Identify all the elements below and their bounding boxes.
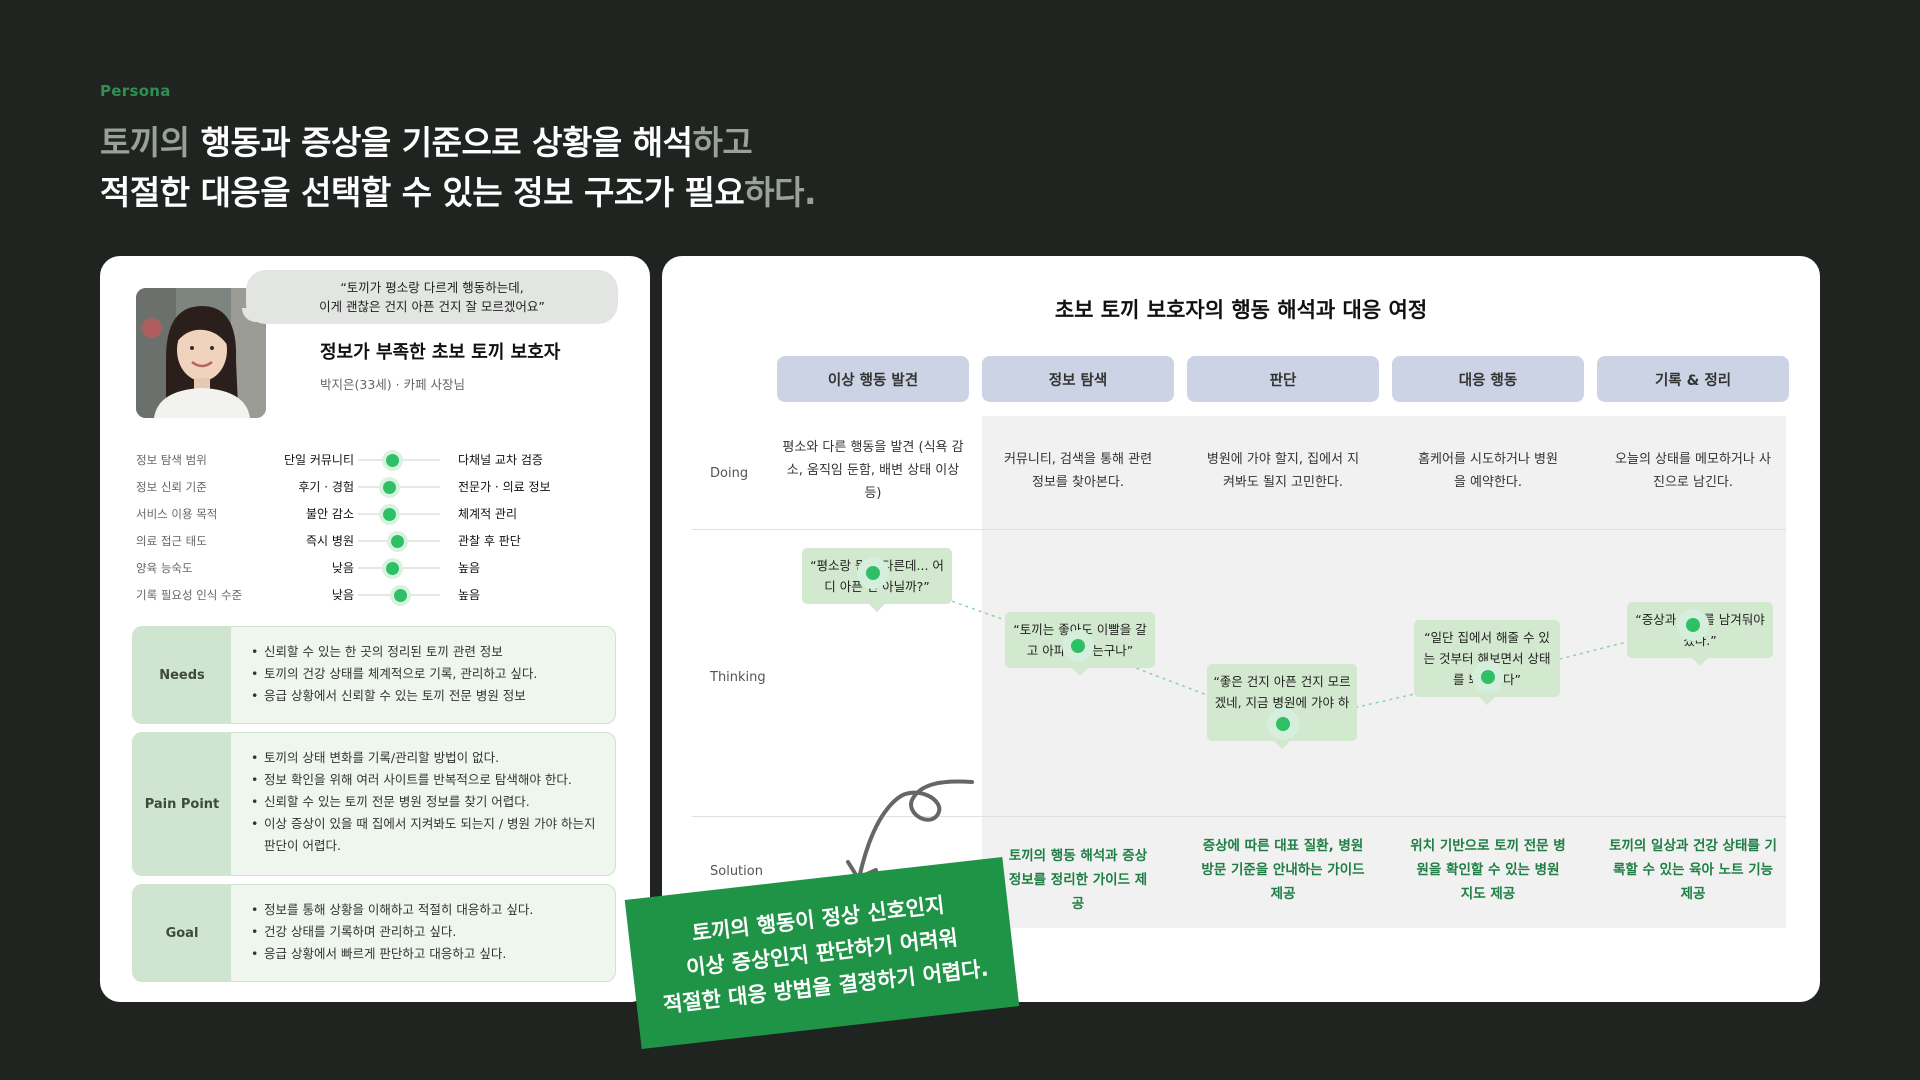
scale-row: 양육 능숙도 낮음 높음 bbox=[136, 554, 616, 581]
headline-line-2: 적절한 대응을 선택할 수 있는 정보 구조가 필요하다. bbox=[100, 168, 817, 218]
stage-header: 대응 행동 bbox=[1392, 356, 1584, 402]
row-divider bbox=[692, 816, 1786, 817]
scale-low-label: 불안 감소 bbox=[306, 507, 354, 521]
journey-title: 초보 토끼 보호자의 행동 해석과 대응 여정 bbox=[1054, 298, 1428, 322]
persona-card: “토끼가 평소랑 다르게 행동하는데, 이게 괜찮은 건지 아픈 건지 잘 모르… bbox=[100, 256, 650, 1002]
scale-row: 정보 탐색 범위 단일 커뮤니티 다채널 교차 검증 bbox=[136, 446, 616, 473]
stage-header: 정보 탐색 bbox=[982, 356, 1174, 402]
scale-track bbox=[358, 459, 440, 461]
list-item: 신뢰할 수 있는 토끼 전문 병원 정보를 찾기 어렵다. bbox=[251, 791, 605, 813]
stage-header: 이상 행동 발견 bbox=[777, 356, 969, 402]
scale-dot bbox=[385, 562, 399, 575]
stage-header: 판단 bbox=[1187, 356, 1379, 402]
scale-row: 서비스 이용 목적 불안 감소 체계적 관리 bbox=[136, 500, 616, 527]
persona-title: 정보가 부족한 초보 토끼 보호자 bbox=[320, 342, 561, 363]
scale-high-label: 전문가 · 의료 정보 bbox=[458, 480, 551, 494]
persona-quote-bubble: “토끼가 평소랑 다르게 행동하는데, 이게 괜찮은 건지 아픈 건지 잘 모르… bbox=[242, 270, 618, 324]
row-divider bbox=[692, 529, 1786, 530]
needs-block: Needs 신뢰할 수 있는 한 곳의 정리된 토끼 관련 정보 토끼의 건강 … bbox=[132, 626, 616, 724]
goal-block: Goal 정보를 통해 상황을 이해하고 적절히 대응하고 싶다. 건강 상태를… bbox=[132, 884, 616, 982]
scale-track bbox=[358, 513, 440, 515]
headline-dim-3: 하다. bbox=[744, 173, 817, 212]
doing-text: 병원에 가야 할지, 집에서 지켜봐도 될지 고민한다. bbox=[1206, 452, 1360, 490]
scale-label: 의료 접근 태도 bbox=[136, 534, 207, 548]
headline: 토끼의 행동과 증상을 기준으로 상황을 해석하고 적절한 대응을 선택할 수 … bbox=[100, 118, 817, 218]
stage-header: 기록 & 정리 bbox=[1597, 356, 1789, 402]
row-label-thinking: Thinking bbox=[710, 670, 766, 685]
scale-high-label: 높음 bbox=[458, 588, 481, 602]
doing-text: 홈케어를 시도하거나 병원을 예약한다. bbox=[1418, 452, 1558, 490]
row-label-solution: Solution bbox=[710, 864, 763, 879]
scale-row: 정보 신뢰 기준 후기 · 경험 전문가 · 의료 정보 bbox=[136, 473, 616, 500]
doing-text: 커뮤니티, 검색을 통해 관련 정보를 찾아본다. bbox=[1003, 452, 1153, 490]
scale-low-label: 즉시 병원 bbox=[306, 534, 354, 548]
list-item: 정보 확인을 위해 여러 사이트를 반복적으로 탐색해야 한다. bbox=[251, 769, 605, 791]
scale-high-label: 높음 bbox=[458, 561, 481, 575]
scale-dot bbox=[382, 481, 396, 494]
headline-bold-1: 행동과 증상을 기준으로 상황을 해석 bbox=[189, 123, 693, 162]
scale-row: 기록 필요성 인식 수준 낮음 높음 bbox=[136, 581, 616, 608]
emotion-dot bbox=[866, 566, 880, 581]
headline-dim-1: 토끼의 bbox=[100, 123, 190, 162]
scale-dot bbox=[385, 454, 399, 467]
goal-label: Goal bbox=[133, 885, 231, 981]
scale-high-label: 체계적 관리 bbox=[458, 507, 518, 521]
headline-dim-2: 하고 bbox=[692, 123, 753, 162]
needs-label: Needs bbox=[133, 627, 231, 723]
headline-bold-2: 적절한 대응을 선택할 수 있는 정보 구조가 필요 bbox=[100, 173, 745, 212]
list-item: 이상 증상이 있을 때 집에서 지켜봐도 되는지 / 병원 가야 하는지 판단이… bbox=[251, 813, 605, 857]
pain-point-block: Pain Point 토끼의 상태 변화를 기록/관리할 방법이 없다. 정보 … bbox=[132, 732, 616, 876]
scale-high-label: 다채널 교차 검증 bbox=[458, 453, 543, 467]
emotion-dot bbox=[1481, 670, 1495, 685]
list-item: 건강 상태를 기록하며 관리하고 싶다. bbox=[251, 921, 605, 943]
list-item: 응급 상황에서 신뢰할 수 있는 토끼 전문 병원 정보 bbox=[251, 685, 605, 707]
eyebrow-label: Persona bbox=[100, 82, 171, 100]
scale-dot bbox=[390, 535, 404, 548]
scale-high-label: 관찰 후 판단 bbox=[458, 534, 521, 548]
goal-list: 정보를 통해 상황을 이해하고 적절히 대응하고 싶다. 건강 상태를 기록하며… bbox=[251, 899, 605, 965]
scale-label: 기록 필요성 인식 수준 bbox=[136, 588, 243, 602]
row-label-doing: Doing bbox=[710, 466, 749, 481]
emotion-dot bbox=[1686, 618, 1700, 633]
list-item: 토끼의 건강 상태를 체계적으로 기록, 관리하고 싶다. bbox=[251, 663, 605, 685]
scale-label: 양육 능숙도 bbox=[136, 561, 193, 575]
scale-row: 의료 접근 태도 즉시 병원 관찰 후 판단 bbox=[136, 527, 616, 554]
scale-label: 서비스 이용 목적 bbox=[136, 507, 218, 521]
scale-low-label: 낮음 bbox=[331, 588, 354, 602]
scale-low-label: 후기 · 경험 bbox=[298, 480, 354, 494]
solution-text: 위치 기반으로 토끼 전문 병원을 확인할 수 있는 병원 지도 제공 bbox=[1410, 838, 1566, 902]
scale-dot bbox=[394, 589, 408, 602]
pain-point-list: 토끼의 상태 변화를 기록/관리할 방법이 없다. 정보 확인을 위해 여러 사… bbox=[251, 747, 605, 857]
solution-text: 토끼의 일상과 건강 상태를 기록할 수 있는 육아 노트 기능 제공 bbox=[1609, 838, 1777, 902]
list-item: 신뢰할 수 있는 한 곳의 정리된 토끼 관련 정보 bbox=[251, 641, 605, 663]
list-item: 토끼의 상태 변화를 기록/관리할 방법이 없다. bbox=[251, 747, 605, 769]
solution-text: 토끼의 행동 해석과 증상 정보를 정리한 가이드 제공 bbox=[1008, 848, 1148, 912]
thinking-bubble: “증상과 경과를 남겨둬야겠다.” bbox=[1627, 602, 1773, 666]
scale-low-label: 단일 커뮤니티 bbox=[283, 453, 354, 467]
emotion-dot bbox=[1071, 639, 1085, 653]
doing-text: 평소와 다른 행동을 발견 (식욕 감소, 움직임 둔함, 배변 상태 이상 등… bbox=[782, 440, 964, 501]
scale-label: 정보 신뢰 기준 bbox=[136, 480, 207, 494]
emotion-dot bbox=[1276, 717, 1290, 731]
list-item: 응급 상황에서 빠르게 판단하고 대응하고 싶다. bbox=[251, 943, 605, 965]
pain-point-label: Pain Point bbox=[133, 733, 231, 875]
list-item: 정보를 통해 상황을 이해하고 적절히 대응하고 싶다. bbox=[251, 899, 605, 921]
scale-track bbox=[358, 567, 440, 569]
thinking-bubble: “일단 집에서 해줄 수 있는 것부터 해보면서 상태를 봐야겠다” bbox=[1414, 620, 1560, 705]
scale-dot bbox=[382, 508, 396, 521]
needs-list: 신뢰할 수 있는 한 곳의 정리된 토끼 관련 정보 토끼의 건강 상태를 체계… bbox=[251, 641, 605, 707]
persona-quote-line-2: 이게 괜찮은 건지 아픈 건지 잘 모르겠어요” bbox=[319, 299, 545, 314]
persona-quote-line-1: “토끼가 평소랑 다르게 행동하는데, bbox=[340, 280, 524, 295]
persona-scales: 정보 탐색 범위 단일 커뮤니티 다채널 교차 검증 정보 신뢰 기준 후기 ·… bbox=[136, 446, 616, 608]
journey-grid-background bbox=[982, 416, 1786, 928]
headline-line-1: 토끼의 행동과 증상을 기준으로 상황을 해석하고 bbox=[100, 118, 816, 168]
scale-low-label: 낮음 bbox=[331, 561, 354, 575]
scale-label: 정보 탐색 범위 bbox=[136, 453, 207, 467]
doing-text: 오늘의 상태를 메모하거나 사진으로 남긴다. bbox=[1615, 452, 1771, 490]
scale-track bbox=[358, 486, 440, 488]
persona-subtitle: 박지은(33세) · 카페 사장님 bbox=[320, 377, 466, 392]
solution-text: 증상에 따른 대표 질환, 병원 방문 기준을 안내하는 가이드 제공 bbox=[1201, 838, 1365, 902]
